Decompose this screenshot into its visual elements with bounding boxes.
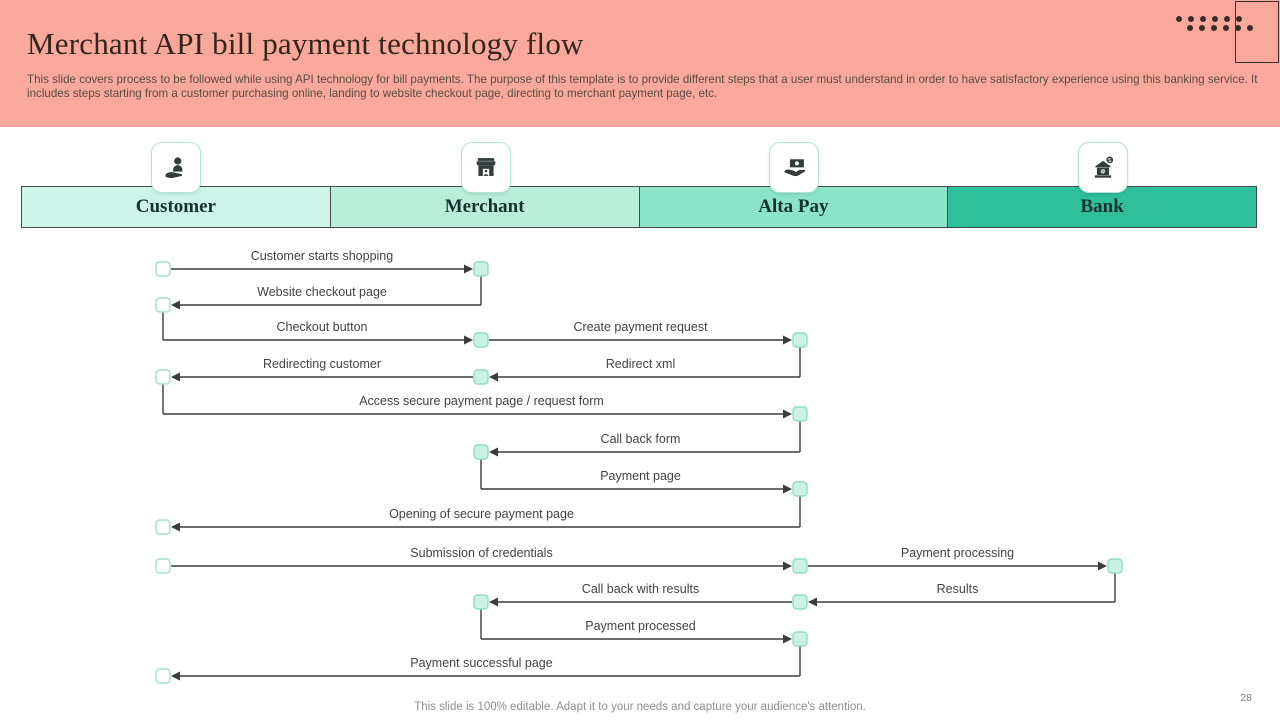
flow-node (155, 297, 171, 313)
flow-arrow-head (783, 634, 792, 644)
flow-arrow-head (1098, 561, 1107, 571)
flow-step-label: Redirect xml (606, 357, 675, 371)
decor-dots (1176, 16, 1253, 31)
flow-step-label: Access secure payment page / request for… (359, 394, 604, 408)
flow-step-label: Call back form (601, 432, 681, 446)
page-title: Merchant API bill payment technology flo… (27, 26, 584, 61)
flow-node (155, 369, 171, 385)
flow-node (792, 406, 808, 422)
merchant-icon-card (461, 142, 511, 193)
flow-step-label: Results (937, 582, 979, 596)
flow-arrow-head (783, 561, 792, 571)
flow-arrow-head (808, 597, 817, 607)
bank-icon: $ % (1094, 155, 1114, 178)
flow-node (792, 558, 808, 574)
svg-text:%: % (1101, 169, 1106, 175)
flow-node (792, 332, 808, 348)
flow-step-label: Payment processing (901, 546, 1014, 560)
flow-arrow-head (489, 372, 498, 382)
slide-header: Merchant API bill payment technology flo… (0, 0, 1280, 127)
flow-arrow-head (489, 447, 498, 457)
flow-node (155, 261, 171, 277)
column-band: Customer Merchant Alta Pay Bank (21, 186, 1257, 228)
flow-node (792, 594, 808, 610)
page-number: 28 (1240, 692, 1252, 704)
flow-node (792, 631, 808, 647)
flow-node (155, 558, 171, 574)
flow-node (473, 369, 489, 385)
flow-node (473, 261, 489, 277)
column-band-merchant: Merchant (329, 187, 639, 227)
flow-node (473, 332, 489, 348)
svg-text:$: $ (1108, 157, 1112, 163)
flow-node (473, 444, 489, 460)
flow-step-label: Payment page (600, 469, 681, 483)
flow-step-label: Website checkout page (257, 285, 387, 299)
flow-step-label: Call back with results (582, 582, 699, 596)
flow-node (155, 668, 171, 684)
slide-description: This slide covers process to be followed… (27, 73, 1258, 100)
flow-arrow-head (783, 484, 792, 494)
flow-node (1107, 558, 1123, 574)
flow-node (155, 519, 171, 535)
flow-arrow-head (489, 597, 498, 607)
bank-icon-card: $ % (1078, 142, 1128, 193)
flow-step-label: Checkout button (276, 320, 367, 334)
flow-node (473, 594, 489, 610)
flow-arrow-head (464, 264, 473, 274)
flow-step-label: Submission of credentials (410, 546, 552, 560)
flow-arrow-head (171, 671, 180, 681)
flow-arrow-head (783, 335, 792, 345)
storefront-icon (476, 157, 496, 176)
flow-node (792, 481, 808, 497)
altapay-icon-card (769, 142, 819, 193)
decor-rectangle (1235, 1, 1279, 63)
flow-step-label: Create payment request (573, 320, 708, 334)
column-band-bank: Bank (947, 187, 1256, 227)
flow-step-label: Redirecting customer (263, 357, 381, 371)
footer-note: This slide is 100% editable. Adapt it to… (414, 701, 866, 713)
column-band-customer: Customer (22, 187, 330, 227)
customer-icon-card (151, 142, 201, 193)
flow-step-label: Payment processed (585, 619, 696, 633)
flow-step-label: Payment successful page (410, 656, 552, 670)
flow-arrow-head (464, 335, 473, 345)
flow-step-label: Opening of secure payment page (389, 507, 574, 521)
column-band-altapay: Alta Pay (638, 187, 948, 227)
flow-arrow-head (171, 372, 180, 382)
flow-arrow-head (171, 300, 180, 310)
flow-step-label: Customer starts shopping (251, 249, 393, 263)
flow-arrow-head (171, 522, 180, 532)
flow-arrow-head (783, 409, 792, 419)
hand-money-icon (784, 158, 806, 176)
customer-care-icon (165, 156, 183, 178)
